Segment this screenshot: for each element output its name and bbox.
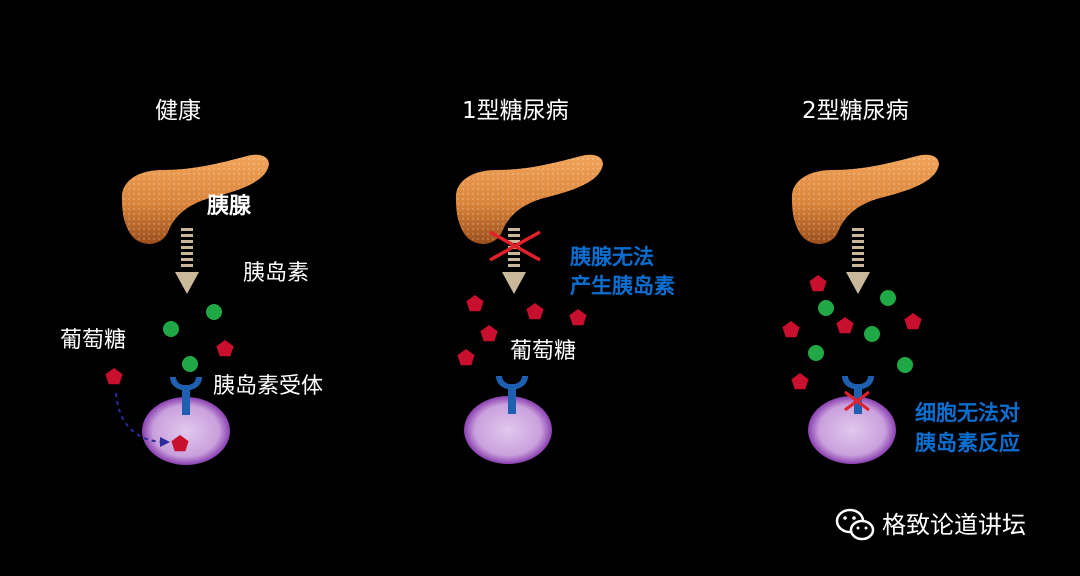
glucose-label: 葡萄糖 — [60, 328, 127, 353]
insulin-molecule — [808, 345, 824, 361]
type1-note-line1: 胰腺无法 — [570, 245, 654, 269]
type2-note-line1: 细胞无法对 — [915, 401, 1020, 425]
insulin-molecule — [182, 356, 198, 372]
panel-title-type1: 1型糖尿病 — [462, 98, 569, 124]
glucose-molecule — [216, 340, 234, 357]
wechat-icon — [835, 508, 875, 541]
glucose-molecule — [782, 321, 800, 338]
blocked-x-icon — [489, 230, 541, 262]
glucose-molecule — [809, 275, 827, 292]
insulin-molecule — [163, 321, 179, 337]
glucose-molecule — [526, 303, 544, 320]
insulin-label: 胰岛素 — [243, 261, 310, 286]
type1-note-line2: 产生胰岛素 — [570, 274, 675, 298]
insulin-molecule — [206, 304, 222, 320]
glucose-molecule — [904, 313, 922, 330]
insulin-molecule — [880, 290, 896, 306]
type2-note-line2: 胰岛素反应 — [915, 431, 1020, 455]
glucose-molecule — [466, 295, 484, 312]
glucose-molecule — [105, 368, 123, 385]
glucose-molecule — [480, 325, 498, 342]
watermark-text: 格致论道讲坛 — [882, 511, 1026, 539]
glucose-label: 葡萄糖 — [510, 339, 577, 364]
secretion-arrow-type1 — [502, 228, 526, 294]
glucose-molecule — [836, 317, 854, 334]
glucose-molecule — [569, 309, 587, 326]
pancreas-label: 胰腺 — [207, 194, 252, 219]
secretion-arrow-healthy — [175, 228, 199, 294]
insulin-molecule — [897, 357, 913, 373]
glucose-molecule — [457, 349, 475, 366]
glucose-molecule — [791, 373, 809, 390]
secretion-arrow-type2 — [846, 228, 870, 294]
pancreas-image-type1 — [455, 154, 603, 244]
panel-title-type2: 2型糖尿病 — [802, 98, 909, 124]
pancreas-image-type2 — [791, 154, 939, 244]
glucose-uptake-arrowhead — [160, 437, 170, 447]
glucose-uptake-arrow — [115, 392, 163, 443]
insulin-molecule — [864, 326, 880, 342]
insulin-molecule — [818, 300, 834, 316]
blocked-x-icon — [844, 390, 870, 412]
panel-title-healthy: 健康 — [155, 98, 201, 124]
insulin-receptor-label: 胰岛素受体 — [213, 374, 324, 399]
